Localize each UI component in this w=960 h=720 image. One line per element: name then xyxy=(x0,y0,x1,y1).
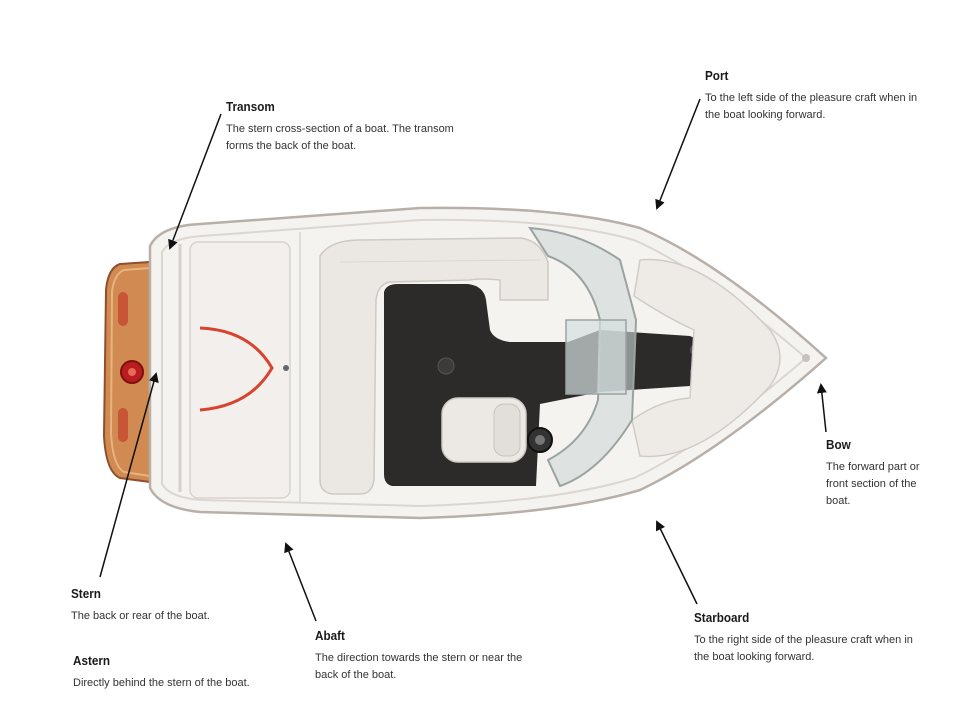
astern-definition: Directly behind the stern of the boat. xyxy=(73,677,250,690)
starboard-label: Starboard To the right side of the pleas… xyxy=(694,608,924,666)
port-term: Port xyxy=(705,68,729,83)
astern-label: Astern Directly behind the stern of the … xyxy=(73,651,273,692)
cockpit-seating xyxy=(319,237,549,495)
starboard-pointer-arrow xyxy=(656,520,698,605)
transom-term: Transom xyxy=(226,99,275,114)
stern-pointer-arrow xyxy=(99,372,159,578)
abaft-term: Abaft xyxy=(315,628,345,643)
astern-term: Astern xyxy=(73,653,111,668)
bow-seating xyxy=(631,258,810,458)
stern-sun-pad xyxy=(189,241,291,499)
helm-seat xyxy=(441,397,527,463)
port-definition: To the left side of the pleasure craft w… xyxy=(705,92,918,122)
steering-wheel xyxy=(527,427,553,453)
abaft-pointer-arrow xyxy=(284,542,317,622)
transom-label: Transom The stern cross-section of a boa… xyxy=(226,97,456,155)
stern-label: Stern The back or rear of the boat. xyxy=(71,584,271,625)
stern-term: Stern xyxy=(71,586,101,601)
bow-label: Bow The forward part or front section of… xyxy=(826,435,942,510)
transom-pointer-arrow xyxy=(168,113,222,250)
abaft-definition: The direction towards the stern or near … xyxy=(315,652,523,682)
port-pointer-arrow xyxy=(655,98,701,210)
abaft-label: Abaft The direction towards the stern or… xyxy=(315,626,547,684)
swim-platform xyxy=(102,260,151,484)
port-label: Port To the left side of the pleasure cr… xyxy=(705,66,929,124)
transom-definition: The stern cross-section of a boat. The t… xyxy=(226,123,454,153)
windshield xyxy=(528,226,638,488)
bow-definition: The forward part or front section of the… xyxy=(826,461,920,508)
bow-pointer-arrow xyxy=(816,383,827,433)
stern-definition: The back or rear of the boat. xyxy=(71,610,210,623)
starboard-term: Starboard xyxy=(694,610,750,625)
starboard-definition: To the right side of the pleasure craft … xyxy=(694,634,913,664)
bow-term: Bow xyxy=(826,437,851,452)
